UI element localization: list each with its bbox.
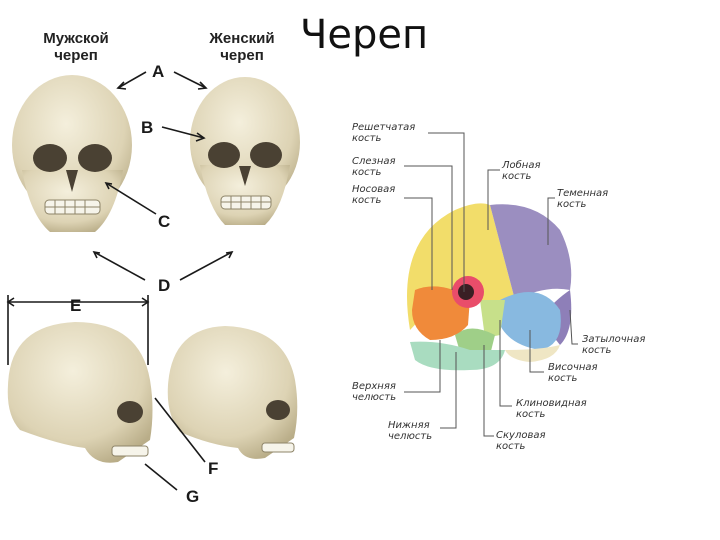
label-ethmoid-2: кость — [352, 133, 415, 144]
label-temporal-2: кость — [548, 373, 598, 384]
label-lacrimal-2: кость — [352, 167, 396, 178]
label-sphenoid-2: кость — [516, 409, 587, 420]
label-occipital: Затылочная — [582, 334, 645, 345]
label-sphenoid: Клиновидная — [516, 398, 587, 409]
label-zygomatic: Скуловая — [496, 430, 546, 441]
label-mandible: Нижняя — [388, 420, 432, 431]
label-maxilla: Верхняя — [352, 381, 396, 392]
label-parietal: Теменная — [557, 188, 608, 199]
label-mandible-2: челюсть — [388, 431, 432, 442]
label-nasal: Носовая — [352, 184, 395, 195]
label-lacrimal: Слезная — [352, 156, 396, 167]
label-frontal: Лобная — [502, 160, 541, 171]
label-nasal-2: кость — [352, 195, 395, 206]
label-frontal-2: кость — [502, 171, 541, 182]
label-temporal: Височная — [548, 362, 598, 373]
label-parietal-2: кость — [557, 199, 608, 210]
label-occipital-2: кость — [582, 345, 645, 356]
label-maxilla-2: челюсть — [352, 392, 396, 403]
label-ethmoid: Решетчатая — [352, 122, 415, 133]
orbit-opening — [458, 284, 474, 300]
label-zygomatic-2: кость — [496, 441, 546, 452]
